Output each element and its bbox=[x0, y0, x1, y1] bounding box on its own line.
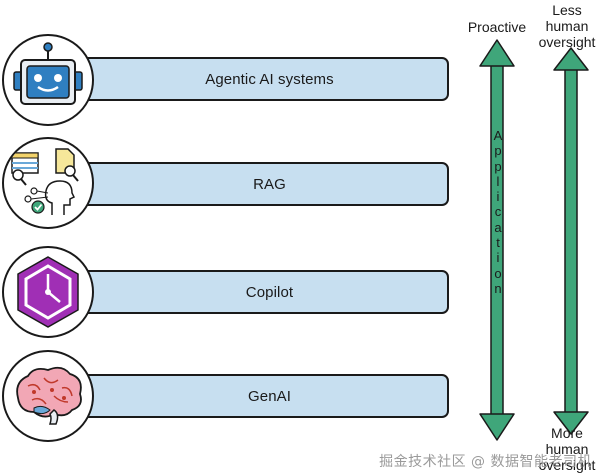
retrieval-icon bbox=[11, 148, 79, 215]
oversight-arrow bbox=[553, 47, 589, 435]
robot-icon bbox=[13, 42, 83, 105]
layer-label-rag: RAG bbox=[253, 175, 286, 193]
layer-label-agentic: Agentic AI systems bbox=[205, 70, 334, 88]
oversight-bottom-label: More human oversight bbox=[534, 425, 600, 473]
oversight-top-label: Less human oversight bbox=[534, 2, 600, 50]
brain-icon bbox=[16, 366, 82, 425]
layer-bar-genai: GenAI bbox=[42, 374, 449, 418]
layer-bar-agentic: Agentic AI systems bbox=[42, 57, 449, 101]
copilot-hexagon-icon bbox=[17, 256, 79, 328]
application-letter: o bbox=[494, 265, 502, 281]
oversight-top-line-3: oversight bbox=[538, 34, 596, 50]
layer-label-genai: GenAI bbox=[247, 387, 292, 405]
copilot-hexagon-icon-circle bbox=[2, 246, 94, 338]
oversight-top-line-1: Less bbox=[552, 2, 582, 18]
application-top-label: Proactive bbox=[467, 19, 527, 35]
brain-icon-circle bbox=[2, 350, 94, 442]
layer-bar-copilot: Copilot bbox=[42, 270, 449, 314]
application-letter: p bbox=[494, 158, 502, 174]
application-letter: i bbox=[496, 189, 500, 205]
retrieval-icon-circle bbox=[2, 137, 94, 229]
robot-icon-circle bbox=[2, 34, 94, 126]
application-letter: p bbox=[494, 143, 502, 159]
oversight-bottom-line-2: human bbox=[545, 441, 589, 457]
application-letter: c bbox=[494, 204, 502, 220]
layer-label-copilot: Copilot bbox=[245, 283, 294, 301]
application-letter: A bbox=[493, 128, 503, 143]
oversight-bottom-line-1: More bbox=[551, 425, 583, 441]
application-letter: t bbox=[496, 235, 500, 251]
application-letter: i bbox=[496, 250, 500, 266]
application-letter: l bbox=[496, 173, 500, 189]
application-letter: n bbox=[494, 280, 502, 296]
application-arrow bbox=[479, 39, 515, 441]
oversight-top-line-2: human bbox=[545, 18, 589, 34]
oversight-bottom-line-3: oversight bbox=[538, 457, 596, 473]
application-letter: a bbox=[494, 219, 502, 235]
watermark: 掘金技术社区 @ 数据智能老司机 bbox=[379, 454, 592, 470]
